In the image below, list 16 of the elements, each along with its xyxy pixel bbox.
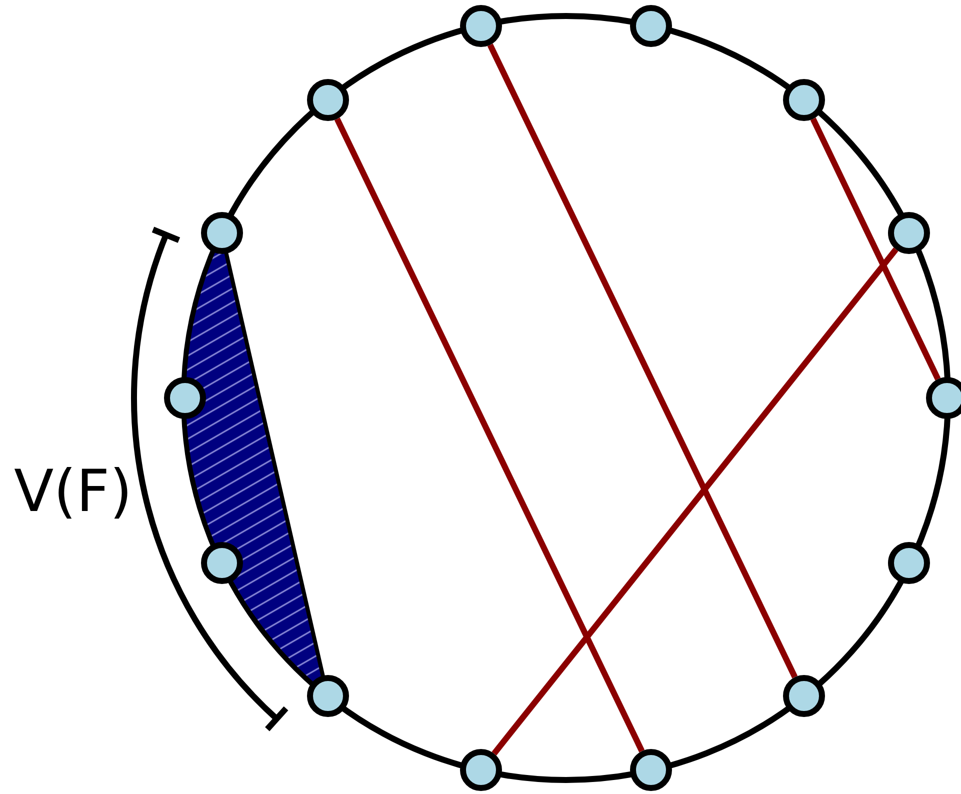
vertex-circle xyxy=(926,377,961,419)
chord-line xyxy=(492,248,898,756)
chord-line xyxy=(810,118,941,380)
vertex-circle xyxy=(460,749,502,791)
face-label: V(F) xyxy=(14,462,132,520)
vertex-circle xyxy=(783,79,825,121)
vertex-circle xyxy=(201,212,243,254)
vertex-circle xyxy=(888,212,930,254)
vertex-circle xyxy=(888,542,930,584)
vertex-circle xyxy=(307,79,349,121)
vertex-circle xyxy=(307,675,349,717)
vertex-circle xyxy=(201,542,243,584)
vertex-circle xyxy=(783,675,825,717)
chord-line xyxy=(334,118,645,752)
chord-line xyxy=(487,44,798,678)
vertex-circle xyxy=(164,377,206,419)
